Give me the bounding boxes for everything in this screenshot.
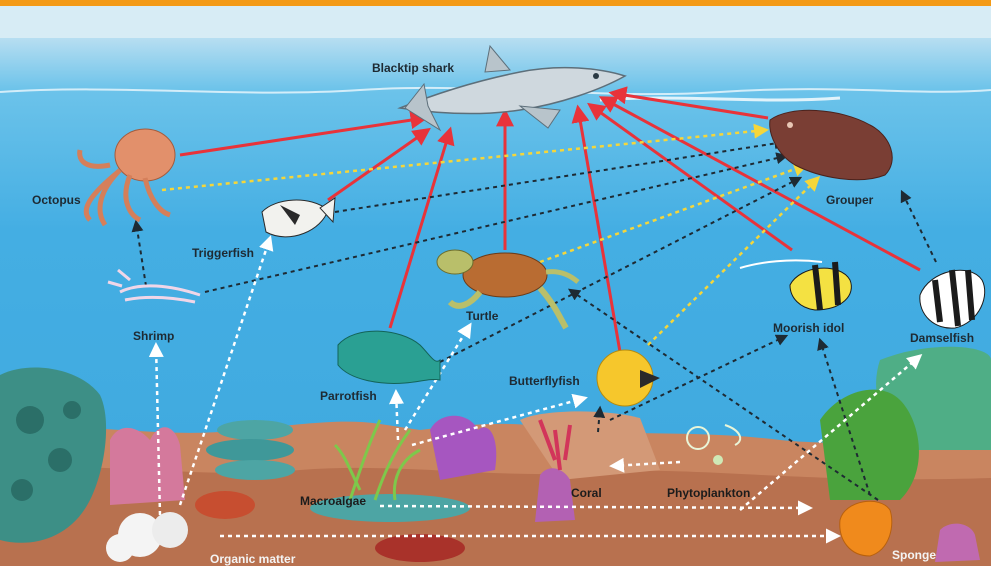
label-shrimp: Shrimp [133, 329, 174, 343]
label-sponge: Sponge [892, 548, 936, 562]
label-moorish-idol: Moorish idol [773, 321, 844, 335]
label-grouper: Grouper [826, 193, 873, 207]
label-organic-matter: Organic matter [210, 552, 295, 566]
turtle-figure [437, 250, 578, 328]
shrimp-figure [108, 270, 200, 302]
parrotfish-figure [338, 331, 440, 383]
label-octopus: Octopus [32, 193, 81, 207]
triggerfish-figure [262, 198, 335, 237]
label-triggerfish: Triggerfish [192, 246, 254, 260]
octopus-figure [80, 129, 175, 225]
label-blacktip-shark: Blacktip shark [372, 61, 454, 75]
moorish-idol-figure [740, 260, 851, 310]
label-turtle: Turtle [466, 309, 498, 323]
label-coral: Coral [571, 486, 602, 500]
label-damselfish: Damselfish [910, 331, 974, 345]
label-macroalgae: Macroalgae [300, 494, 366, 508]
damselfish-figure [920, 270, 985, 328]
label-parrotfish: Parrotfish [320, 389, 377, 403]
butterflyfish-figure [597, 350, 660, 406]
label-butterflyfish: Butterflyfish [509, 374, 580, 388]
label-phytoplankton: Phytoplankton [667, 486, 750, 500]
grouper-figure [770, 110, 892, 179]
